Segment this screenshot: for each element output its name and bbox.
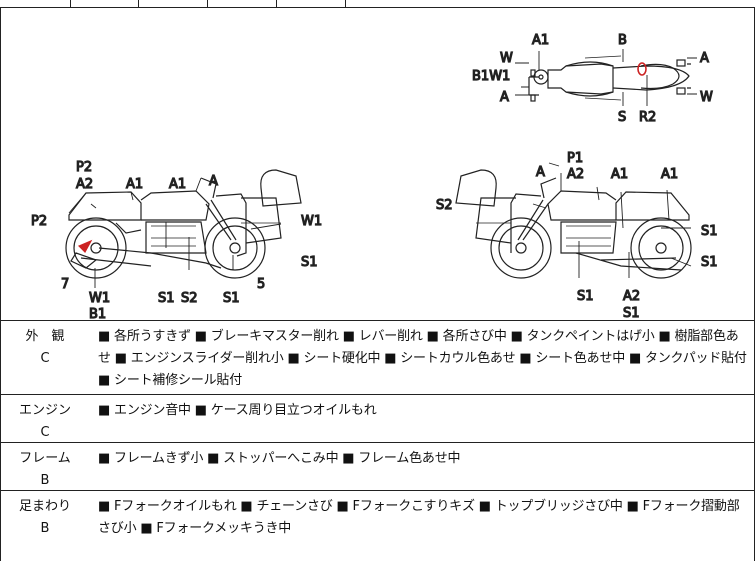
suspension-category: 足まわり B	[1, 491, 89, 540]
label-left-B1: B1	[89, 307, 106, 320]
grade-value: C	[40, 425, 50, 440]
engine-category: エンジン C	[1, 395, 89, 444]
header-strip	[0, 0, 755, 8]
exterior-row: 外 観 C ■ 各所うすきず ■ ブレーキマスター削れ ■ レバー削れ ■ 各所…	[0, 321, 755, 395]
label-right-A: A	[536, 165, 545, 180]
damage-diagram: A1 B W A B1W1 A S R2 W	[0, 8, 755, 321]
label-left-S1-wheel: S1	[301, 255, 318, 270]
label-top-A-right: A	[700, 51, 709, 66]
label-right-P1: P1	[567, 151, 583, 166]
strip-divider	[207, 0, 208, 8]
label-right-S1-upper: S1	[701, 224, 718, 239]
engine-description: ■ エンジン音中 ■ ケース周り目立つオイルもれ	[98, 403, 377, 418]
label-top-W-right: W	[700, 90, 713, 105]
label-left-A1: A1	[126, 177, 143, 192]
frame-description: ■ フレームきず小 ■ ストッパーへこみ中 ■ フレーム色あせ中	[98, 451, 461, 466]
engine-row: エンジン C ■ エンジン音中 ■ ケース周り目立つオイルもれ	[0, 395, 755, 443]
right-view-motorcycle	[455, 169, 692, 279]
left-view-motorcycle	[65, 169, 302, 279]
strip-divider	[276, 0, 277, 8]
exterior-description: ■ 各所うすきず ■ ブレーキマスター削れ ■ レバー削れ ■ 各所さび中 ■ …	[98, 329, 747, 388]
label-left-W1: W1	[301, 214, 322, 229]
category-label: エンジン	[18, 403, 71, 418]
suspension-description: ■ Fフォークオイルもれ ■ チェーンさび ■ Fフォークこすりキズ ■ トップ…	[98, 499, 740, 536]
frame-category: フレーム B	[1, 443, 89, 492]
label-left-S2: S2	[181, 291, 198, 306]
label-top-B1W1: B1W1	[472, 69, 510, 84]
grade-value: B	[40, 521, 50, 536]
label-top-S: S	[618, 110, 626, 125]
damage-marker	[637, 62, 647, 76]
category-label: 外 観	[25, 329, 65, 344]
motorcycle-diagram: A1 B W A B1W1 A S R2 W	[30, 32, 718, 320]
strip-divider	[70, 0, 71, 8]
label-right-S2: S2	[436, 198, 453, 213]
label-right-A2: A2	[567, 167, 584, 182]
label-left-P2: P2	[76, 160, 92, 175]
label-right-S1-base: S1	[623, 306, 640, 320]
label-right-A2-bottom: A2	[623, 289, 640, 304]
category-label: フレーム	[19, 451, 71, 466]
exterior-category: 外 観 C	[1, 321, 89, 370]
category-label: 足まわり	[18, 499, 71, 514]
top-view-motorcycle	[515, 49, 697, 106]
label-right-A1-rear: A1	[661, 167, 678, 182]
label-left-S1: S1	[158, 291, 175, 306]
label-top-A1: A1	[532, 33, 549, 48]
damage-marker	[77, 239, 93, 253]
strip-divider	[345, 0, 346, 8]
label-left-S1-front: S1	[223, 291, 240, 306]
grade-value: B	[40, 473, 50, 488]
label-top-A-left: A	[500, 90, 509, 105]
grade-value: C	[40, 351, 50, 366]
label-top-B: B	[618, 33, 627, 48]
label-right-A1: A1	[611, 167, 628, 182]
label-left-W1-bottom: W1	[89, 291, 110, 306]
frame-row: フレーム B ■ フレームきず小 ■ ストッパーへこみ中 ■ フレーム色あせ中	[0, 443, 755, 491]
label-left-5: 5	[257, 277, 265, 292]
label-right-S1-bottom: S1	[577, 289, 594, 304]
label-left-7: 7	[61, 277, 69, 292]
suspension-row: 足まわり B ■ Fフォークオイルもれ ■ チェーンさび ■ Fフォークこすりキ…	[0, 491, 755, 561]
label-left-P2-tail: P2	[31, 214, 47, 229]
strip-divider	[138, 0, 139, 8]
label-left-A1-tank: A1	[169, 177, 186, 192]
label-top-W: W	[500, 51, 513, 66]
label-left-A2: A2	[76, 177, 93, 192]
label-top-R2: R2	[639, 110, 656, 125]
label-right-S1-lower: S1	[701, 255, 718, 270]
label-left-A: A	[209, 174, 218, 189]
